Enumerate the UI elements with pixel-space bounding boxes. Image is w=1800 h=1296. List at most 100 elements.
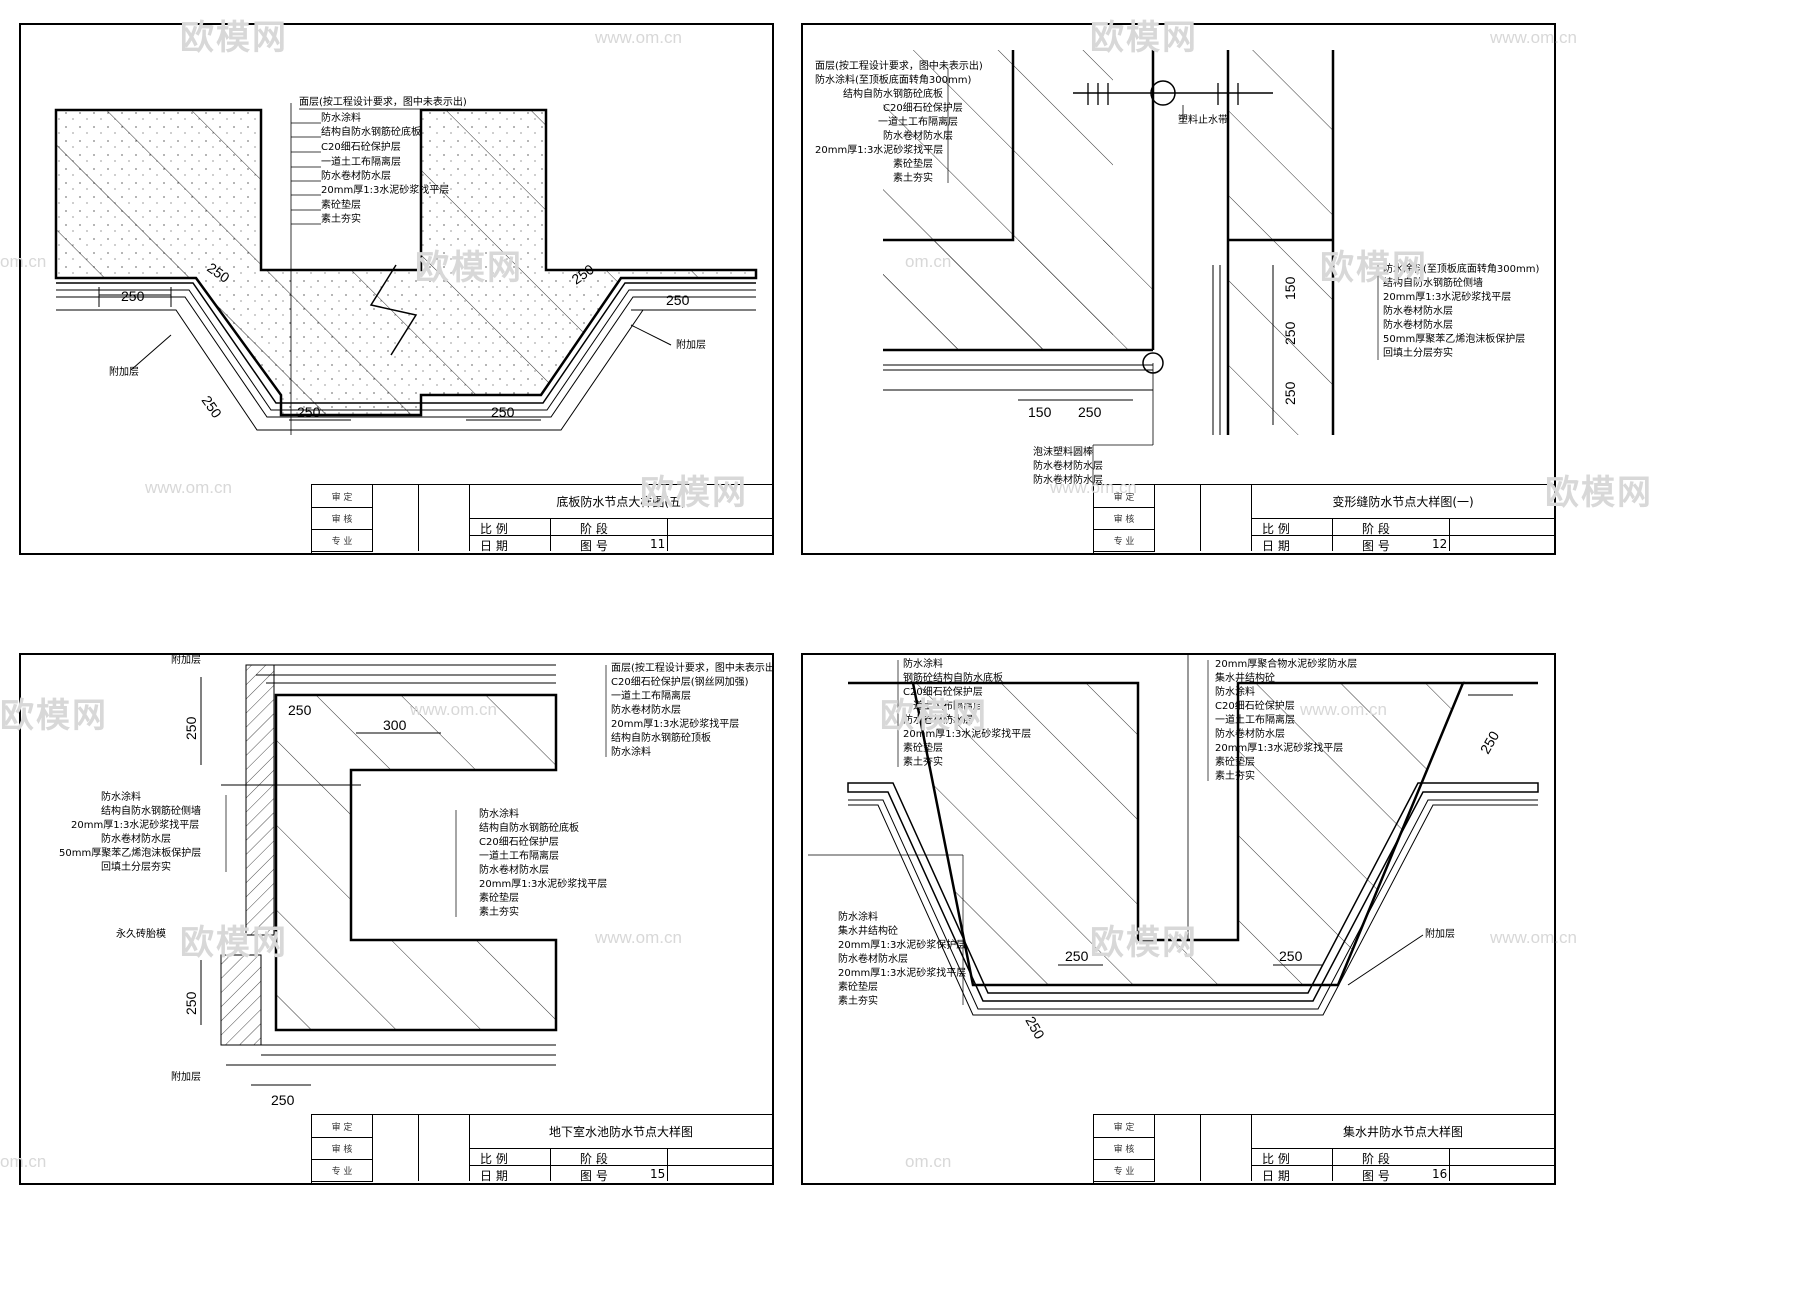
note-additional-layer: 附加层 [109,365,139,378]
sheet-deformation-joint: 塑料止水带 150 250 150 250 250 面层(按工程设计要求，图中未… [801,23,1556,555]
sheet-number: 11 [650,537,666,551]
layer-label: 素土夯实 [903,755,943,768]
layer-label: 回填土分层夯实 [101,860,171,873]
layer-label: 素土夯实 [321,212,361,225]
sheet-number: 12 [1432,537,1448,551]
layer-label: 一道土工布隔离层 [611,689,691,702]
layer-label: 集水井结构砼 [838,924,898,937]
stage-label: 阶 段 [580,522,608,536]
layer-label: 结构自防水钢筋砼底板 [321,125,421,138]
layer-label: 20mm厚1:3水泥砂浆找平层 [815,143,943,156]
layer-label: 防水涂料(至顶板底面转角300mm) [1383,262,1539,275]
layer-label: 防水卷材防水层 [883,129,953,142]
sheet-title: 变形缝防水节点大样图(一) [1252,485,1554,519]
dim-250: 250 [1065,948,1089,964]
layer-label: 防水卷材防水层 [479,863,549,876]
layer-label: 20mm厚1:3水泥砂浆找平层 [479,877,607,890]
layer-label: 防水涂料 [838,910,878,923]
detail-drawing-4: 250 250 250 250 附加层 [847,655,1539,1042]
sheet-basement-pool: 250 250 300 250 250 附加层 永久砖胎模 附加层 面层(按工程… [19,653,774,1185]
layer-label: 结构自防水钢筋砼顶板 [611,731,711,744]
layer-label: 50mm厚聚苯乙烯泡沫板保护层 [59,846,201,859]
stage-label: 阶 段 [580,1152,608,1166]
layer-label: 素砼垫层 [321,198,361,211]
sig-approve: 审 定 [1094,1115,1155,1138]
dim-250: 250 [297,404,321,420]
scale-label: 比 例 [480,1152,508,1166]
layer-label: 防水卷材防水层 [321,169,391,182]
dim-250: 250 [1078,404,1102,420]
layer-label: 防水涂料 [321,111,361,124]
sig-discipline: 专 业 [312,529,373,552]
sheet-number: 16 [1432,1167,1448,1181]
layer-label: C20细石砼保护层 [883,101,963,114]
sig-review: 审 核 [312,507,373,530]
sig-discipline: 专 业 [1094,1159,1155,1182]
layer-label: 素砼垫层 [893,157,933,170]
stage-label: 阶 段 [1362,1152,1390,1166]
layer-label: 20mm厚1:3水泥砂浆找平层 [903,727,1031,740]
dim-250: 250 [271,1092,295,1108]
layer-label: 素土夯实 [479,905,519,918]
layer-label: C20细石砼保护层 [321,140,401,153]
dim-150: 150 [1282,276,1298,300]
layer-label: 一道土工布隔离层 [1215,713,1295,726]
sig-approve: 审 定 [312,485,373,508]
layer-label: 素砼垫层 [1215,755,1255,768]
sheet-sump-pit: 250 250 250 250 附加层 防水涂料 钢筋砼结构自防水底板 C20细… [801,653,1556,1185]
detail-drawing-2: 塑料止水带 150 250 150 250 250 [883,50,1335,446]
sig-discipline: 专 业 [1094,529,1155,552]
layer-label: 一道土工布隔离层 [479,849,559,862]
layer-label: 防水卷材防水层 [1215,727,1285,740]
layer-label: 防水涂料 [1215,685,1255,698]
dim-150: 150 [1028,404,1052,420]
layer-label: 结构自防水钢筋砼底板 [479,821,579,834]
dim-250: 250 [491,404,515,420]
sig-review: 审 核 [1094,507,1155,530]
watermark-logo: 欧模网 [1545,473,1653,513]
layer-label: 防水涂料 [101,790,141,803]
dim-250: 250 [666,292,690,308]
date-label: 日 期 [480,539,508,553]
dim-250: 250 [1282,321,1298,345]
layer-label: 集水井结构砼 [1215,671,1275,684]
note-waterstop: 塑料止水带 [1178,113,1228,126]
stage-label: 阶 段 [1362,522,1390,536]
dim-250: 250 [183,716,199,740]
sig-review: 审 核 [312,1137,373,1160]
layer-label: 防水卷材防水层 [1383,318,1453,331]
layer-label: 防水卷材防水层 [611,703,681,716]
layer-labels: 面层(按工程设计要求，图中未表示出) C20细石砼保护层(钢丝网加强) 一道土工… [59,661,772,918]
sheet-no-label: 图 号 [580,539,608,553]
layer-label: 一道土工布隔离层 [321,155,401,168]
dim-250: 250 [1279,948,1303,964]
sig-approve: 审 定 [312,1115,373,1138]
date-label: 日 期 [1262,1169,1290,1183]
note-permanent-brick-mould: 永久砖胎模 [116,927,166,940]
layer-label: 防水卷材防水层 [903,713,973,726]
detail-drawing-3: 250 250 300 250 250 附加层 永久砖胎模 附加层 [116,655,558,1108]
layer-label: 20mm厚1:3水泥砂浆找平层 [838,966,966,979]
layer-label: 防水卷材防水层 [1033,473,1103,486]
sig-review: 审 核 [1094,1137,1155,1160]
layer-label: 结构自防水钢筋砼侧墙 [101,804,201,817]
layer-label: 素土夯实 [893,171,933,184]
layer-label: 防水卷材防水层 [1033,459,1103,472]
sheet-no-label: 图 号 [1362,1169,1390,1183]
layer-label: 防水涂料 [903,657,943,670]
date-label: 日 期 [1262,539,1290,553]
layer-label: 20mm厚聚合物水泥砂浆防水层 [1215,657,1357,670]
layer-label: 素砼垫层 [903,741,943,754]
layer-label: 防水涂料 [479,807,519,820]
sheet-title: 底板防水节点大样图(五) [470,485,772,519]
sheet-title: 集水井防水节点大样图 [1252,1115,1554,1149]
layer-label: 素土夯实 [1215,769,1255,782]
note-additional-layer: 附加层 [171,655,201,666]
layer-label: 防水涂料 [611,745,651,758]
layer-label: 素砼垫层 [479,891,519,904]
